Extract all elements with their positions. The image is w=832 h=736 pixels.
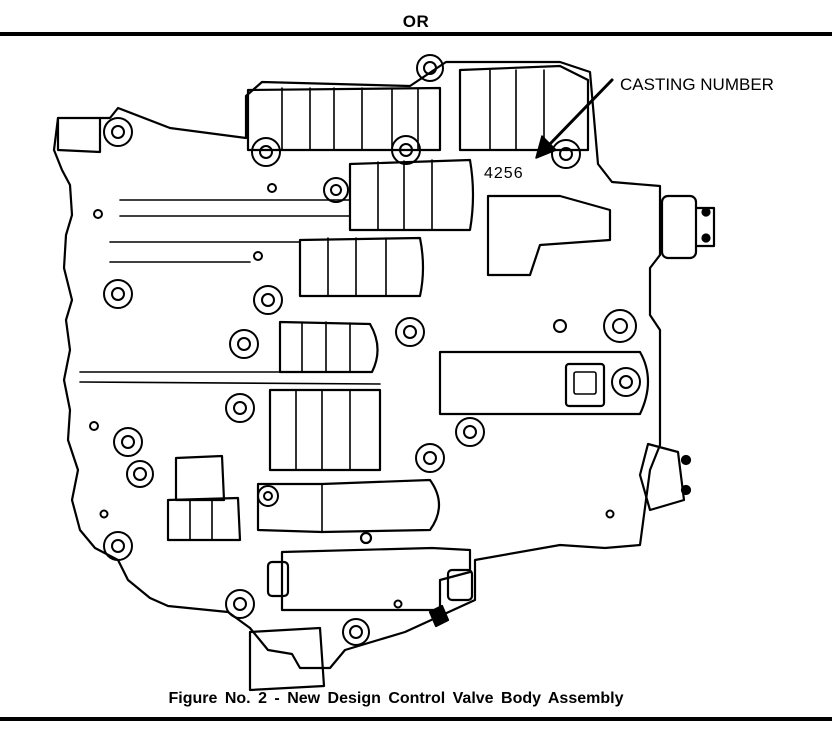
- spool-valve-5: [268, 388, 382, 472]
- spool-valve-left-lower: [166, 454, 242, 542]
- casting-number-value: 4256: [484, 165, 524, 182]
- figure-caption: Figure No. 2 - New Design Control Valve …: [168, 690, 624, 707]
- bottom-tab: [248, 626, 326, 692]
- spool-valve-top: [246, 64, 590, 152]
- spool-valve-4: [79, 320, 381, 385]
- header-or: OR: [402, 12, 430, 31]
- solenoid-lower: [256, 478, 441, 545]
- connector-lower-right: [638, 442, 692, 512]
- casting-number-leader-arrow: [535, 78, 614, 159]
- spool-valve-3: [109, 236, 425, 298]
- solenoid-bottom: [266, 546, 474, 628]
- valve-body-outline: [52, 60, 662, 670]
- connector-top-right: [660, 194, 716, 260]
- top-rule: [0, 32, 832, 36]
- spool-valve-2: [119, 158, 475, 232]
- bolt-holes: [89, 54, 641, 646]
- bottom-rule: [0, 717, 832, 721]
- casting-number-label: CASTING NUMBER: [620, 75, 774, 94]
- solenoid-body-middle: [438, 350, 650, 416]
- right-upper-plate: [486, 194, 612, 277]
